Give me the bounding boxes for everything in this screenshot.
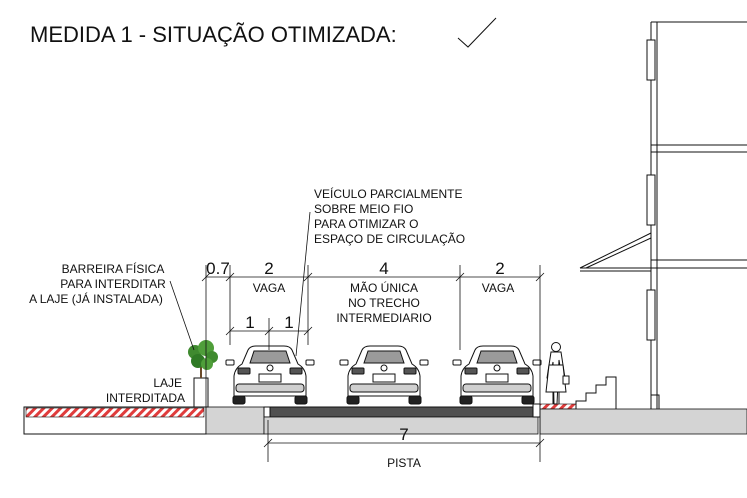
slab-note-line-2: INTERDITADA — [106, 391, 185, 405]
vehicle-note-line-2: SOBRE MEIO FIO — [314, 202, 413, 216]
dimension-vaga-left: 2 — [264, 259, 273, 278]
vehicle-note-line-4: ESPAÇO DE CIRCULAÇÃO — [314, 232, 465, 246]
dimension-lines — [201, 265, 545, 462]
pedestrian-figure — [545, 342, 570, 405]
right-sidewalk — [539, 408, 747, 435]
vehicle-note-line-1: VEÍCULO PARCIALMENTE — [314, 186, 462, 201]
checkmark-icon — [457, 17, 497, 48]
road-surface — [269, 406, 539, 418]
vehicle-note-leader — [295, 211, 311, 357]
right-curb — [532, 403, 541, 418]
barrier-note-line-3: A LAJE (JÁ INSTALADA) — [29, 291, 163, 306]
entrance-stairs — [575, 376, 617, 409]
entrance-canopy — [579, 232, 652, 272]
slab-hatch — [25, 407, 205, 418]
dimension-half-a: 1 — [245, 313, 254, 332]
dimension-vaga-right: 2 — [495, 259, 504, 278]
car-parked-right — [452, 345, 542, 405]
road-base — [263, 416, 539, 435]
car-lane — [339, 345, 429, 405]
page-title: MEDIDA 1 - SITUAÇÃO OTIMIZADA: — [30, 22, 397, 47]
zone-vaga-right: VAGA — [482, 281, 514, 295]
dimension-pista: 7 — [399, 425, 408, 444]
left-sidewalk — [205, 406, 265, 435]
sidewalk-hatch — [539, 403, 577, 410]
zone-lane-line-1: MÃO ÚNICA — [350, 280, 418, 295]
barrier-note-line-1: BARREIRA FÍSICA — [62, 261, 165, 276]
vehicle-note-line-3: PARA OTIMIZAR O — [314, 217, 418, 231]
zone-pista: PISTA — [387, 456, 421, 470]
plant-barrier — [188, 340, 218, 408]
zone-lane-line-2: NO TRECHO — [348, 296, 420, 310]
building — [646, 21, 747, 409]
barrier-note-leader — [169, 280, 195, 351]
ground-section — [23, 403, 747, 435]
dimension-lane: 4 — [379, 259, 388, 278]
slab-note-line-1: LAJE — [153, 376, 182, 390]
left-curb — [263, 406, 271, 418]
dimension-0-7: 0.7 — [206, 259, 230, 278]
dimension-half-b: 1 — [284, 313, 293, 332]
car-partially-on-curb — [225, 345, 315, 405]
zone-vaga-left: VAGA — [253, 281, 285, 295]
barrier-note-line-2: PARA INTERDITAR — [60, 277, 166, 291]
zone-lane-line-3: INTERMEDIARIO — [336, 311, 431, 325]
